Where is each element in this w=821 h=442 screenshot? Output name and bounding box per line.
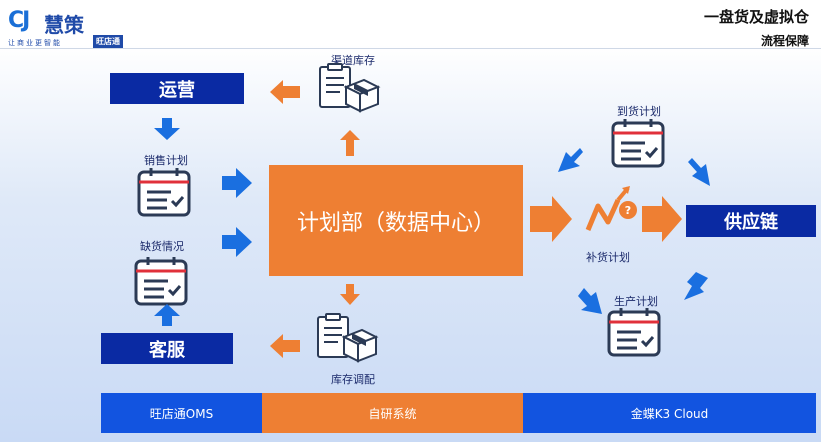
replenishment-chart-icon: ?	[585, 186, 637, 231]
system-in-house: 自研系统	[262, 393, 523, 433]
arrow-up-left-icon	[578, 288, 602, 314]
node-customer-service: 客服	[101, 333, 233, 364]
label-arrival-plan: 到货计划	[617, 105, 661, 118]
clipboard-box-icon	[319, 63, 381, 113]
logo-tagline: 让商业更智能	[8, 39, 62, 47]
arrow-up-icon	[154, 304, 180, 326]
system-oms: 旺店通OMS	[101, 393, 262, 433]
node-supply-chain: 供应链	[686, 205, 816, 237]
clipboard-box-icon	[317, 313, 379, 363]
calendar-check-icon	[134, 257, 188, 306]
arrow-down-icon	[340, 284, 360, 305]
logo-name: 慧策	[44, 13, 84, 37]
brand-logo: CJ 慧策 让商业更智能 旺店通	[8, 8, 123, 48]
arrow-up-left-icon	[688, 158, 710, 186]
logo-mark: CJ	[8, 8, 30, 33]
node-operations: 运营	[110, 73, 244, 104]
calendar-check-icon	[611, 119, 665, 168]
arrow-left-icon	[270, 80, 300, 104]
arrow-right-icon	[642, 196, 682, 242]
svg-text:?: ?	[625, 204, 631, 217]
label-sales-plan: 销售计划	[144, 154, 188, 167]
arrow-right-icon	[530, 196, 572, 242]
label-stockout: 缺货情况	[140, 240, 184, 253]
arrow-left-icon	[270, 334, 300, 358]
label-inventory-transfer: 库存调配	[331, 373, 375, 386]
calendar-check-icon	[607, 308, 661, 357]
arrow-down-left-icon	[684, 272, 708, 300]
label-production-plan: 生产计划	[614, 295, 658, 308]
arrow-right-icon	[222, 168, 252, 198]
arrow-down-icon	[154, 118, 180, 140]
arrow-down-left-icon	[558, 148, 583, 172]
arrow-right-icon	[222, 227, 252, 257]
label-replenishment-plan: 补货计划	[586, 251, 630, 264]
page-subtitle: 流程保障	[760, 34, 809, 48]
arrow-up-icon	[340, 130, 360, 156]
page-title: 一盘货及虚拟仓	[703, 8, 809, 26]
calendar-check-icon	[137, 168, 191, 217]
logo-badge: 旺店通	[93, 35, 123, 48]
system-k3-cloud: 金蝶K3 Cloud	[523, 393, 816, 433]
header-divider	[0, 48, 821, 49]
node-planning-center: 计划部（数据中心）	[269, 165, 523, 276]
